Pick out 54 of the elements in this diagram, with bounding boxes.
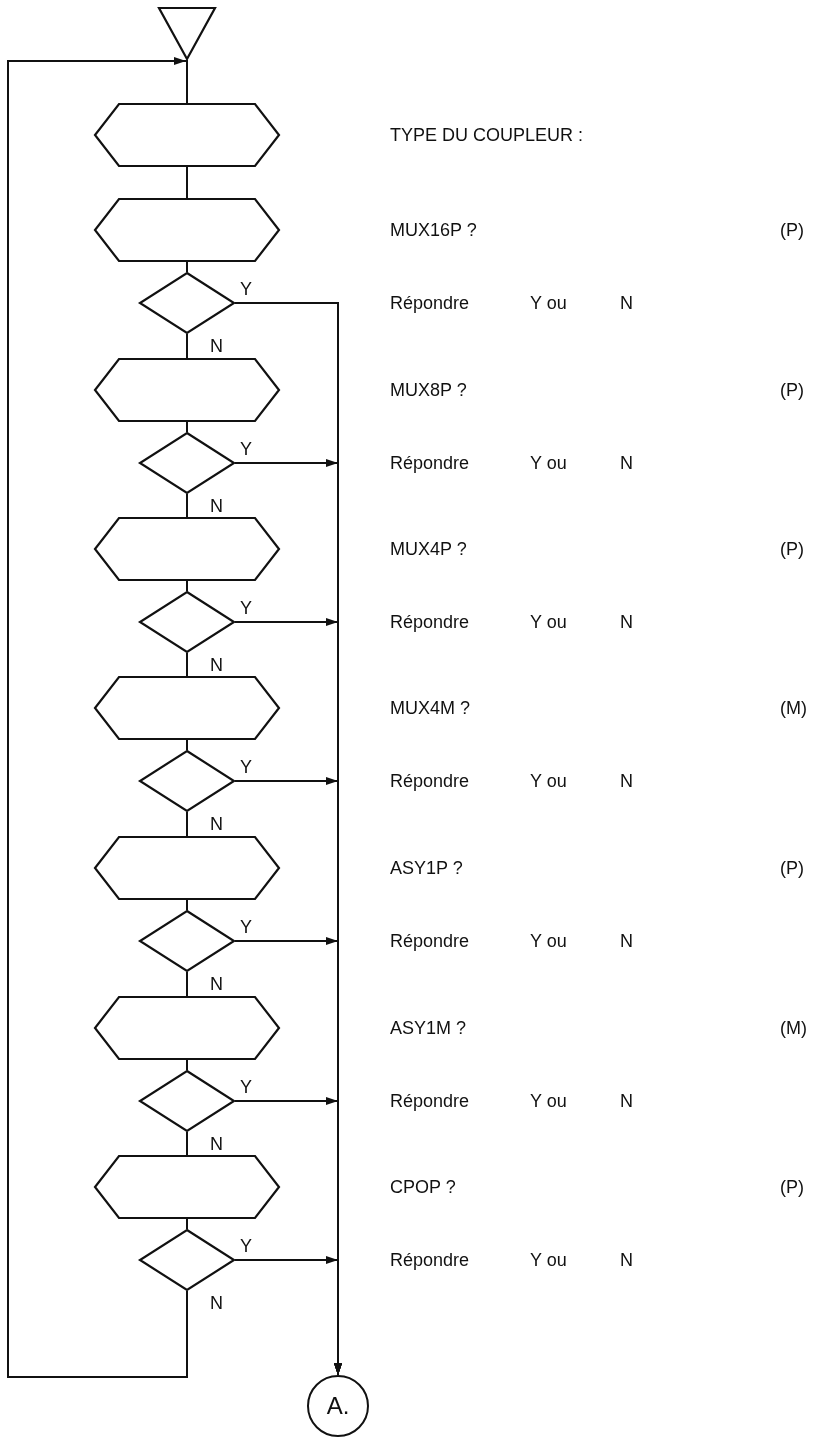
prompt-text: N (620, 1090, 633, 1112)
mode-text: (P) (780, 219, 804, 241)
decision-diamond (139, 910, 235, 972)
decision-diamond (139, 432, 235, 494)
question-text: MUX16P ? (390, 219, 477, 241)
mode-text: (P) (780, 379, 804, 401)
prompt-text: Répondre (390, 452, 470, 474)
start-triangle (158, 7, 216, 60)
prompt-text: N (620, 611, 633, 633)
prompt-text: Répondre (390, 1249, 470, 1271)
question-text: MUX4M ? (390, 697, 470, 719)
question-text: MUX4P ? (390, 538, 467, 560)
prompt-text: N (620, 452, 633, 474)
prompt-text: N (620, 1249, 633, 1271)
process-hexagon (94, 676, 280, 740)
process-hexagon (94, 103, 280, 167)
process-hexagon (94, 358, 280, 422)
process-hexagon (94, 996, 280, 1060)
prompt-text: Y ou (530, 611, 567, 633)
connector-circle (307, 1375, 369, 1437)
process-hexagon (94, 517, 280, 581)
prompt-text: Répondre (390, 930, 470, 952)
process-hexagon (94, 198, 280, 262)
prompt-text: Répondre (390, 1090, 470, 1112)
prompt-text: Répondre (390, 770, 470, 792)
prompt-text: Y ou (530, 770, 567, 792)
process-hexagon (94, 836, 280, 900)
question-text: CPOP ? (390, 1176, 456, 1198)
prompt-text: N (620, 930, 633, 952)
question-text: ASY1P ? (390, 857, 463, 879)
process-hexagon (94, 1155, 280, 1219)
prompt-text: Répondre (390, 611, 470, 633)
prompt-text: Y ou (530, 452, 567, 474)
mode-text: (P) (780, 857, 804, 879)
prompt-text: N (620, 770, 633, 792)
heading-text: TYPE DU COUPLEUR : (390, 124, 584, 146)
prompt-text: Y ou (530, 1249, 567, 1271)
decision-diamond (139, 591, 235, 653)
mode-text: (P) (780, 1176, 804, 1198)
decision-diamond (139, 272, 235, 334)
decision-diamond (139, 750, 235, 812)
mode-text: (M) (780, 697, 807, 719)
prompt-text: N (620, 292, 633, 314)
prompt-text: Répondre (390, 292, 470, 314)
prompt-text: Y ou (530, 1090, 567, 1112)
question-text: ASY1M ? (390, 1017, 467, 1039)
connector-label: A. (326, 1392, 350, 1420)
mode-text: (M) (780, 1017, 807, 1039)
prompt-text: Y ou (530, 930, 567, 952)
decision-diamond (139, 1229, 235, 1291)
decision-diamond (139, 1070, 235, 1132)
question-text: MUX8P ? (390, 379, 467, 401)
mode-text: (P) (780, 538, 804, 560)
prompt-text: Y ou (530, 292, 567, 314)
